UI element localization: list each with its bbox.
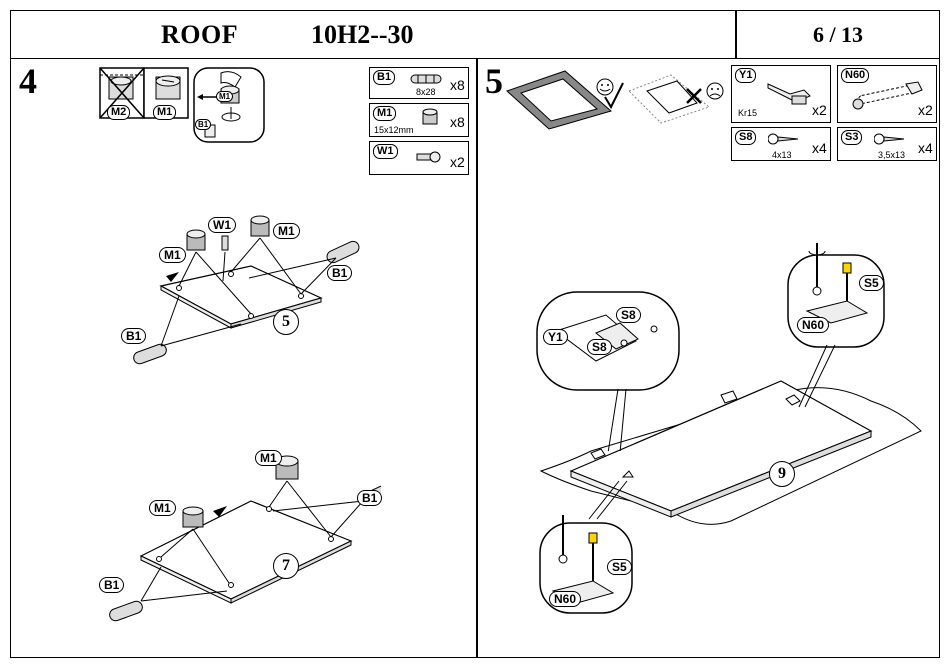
part-tag: S3 — [841, 130, 863, 145]
part-qty: x2 — [450, 154, 465, 170]
upper-label-b1-right: B1 — [327, 265, 353, 281]
top-callout-s5: S5 — [859, 275, 884, 291]
part-qty: x2 — [918, 102, 933, 118]
lower-label-m1-top: M1 — [255, 450, 282, 466]
part-qty: x4 — [812, 140, 827, 156]
part-qty: x8 — [450, 77, 465, 93]
panel-7-assembly — [109, 455, 381, 622]
part-spec: Kr15 — [738, 108, 758, 118]
legend-tag-m2: M2 — [107, 105, 131, 120]
part-tag: N60 — [841, 68, 870, 83]
inset-tag-b1: B1 — [195, 119, 212, 130]
upper-label-w1: W1 — [208, 217, 236, 233]
cam-bolt-icon — [416, 151, 441, 163]
work-surface-pictogram — [506, 70, 724, 130]
part-spec: 3,5x13 — [878, 150, 906, 160]
bottom-callout-n60: N60 — [549, 591, 582, 607]
plate-callout-bottom — [539, 480, 633, 614]
page-number: 6 / 13 — [812, 22, 864, 47]
part-b1: B1 8x28 x8 — [369, 67, 469, 99]
bottom-callout-s5: S5 — [607, 559, 632, 575]
part-n60: N60 x2 — [837, 65, 937, 123]
cam-lock-icon — [422, 108, 438, 125]
hinge-callout-s8-top: S8 — [616, 307, 641, 323]
part-spec: 4x13 — [772, 150, 792, 160]
upper-label-m1-right: M1 — [273, 223, 300, 239]
screw-icon — [768, 133, 799, 145]
cam-insert-detail — [193, 67, 265, 143]
part-tag: M1 — [373, 106, 397, 121]
part-y1: Y1 Kr15 x2 — [731, 65, 831, 123]
instruction-sheet: ROOF 10H2--30 6 / 13 4 M2 M1 M1 B1 B1 — [10, 10, 940, 658]
lower-label-b1-left: B1 — [99, 577, 125, 593]
inset-tag-m1: M1 — [216, 91, 234, 102]
part-w1: W1 x2 — [369, 141, 469, 175]
upper-label-b1-left: B1 — [121, 328, 147, 344]
part-qty: x4 — [918, 140, 933, 156]
part-m1: M1 15x12mm x8 — [369, 103, 469, 137]
hinge-icon — [767, 83, 811, 105]
hinge-callout-y1: Y1 — [543, 329, 568, 345]
panel-number-9: 9 — [769, 461, 795, 487]
lower-label-b1-right: B1 — [357, 490, 383, 506]
hinge-callout — [536, 291, 680, 451]
product-code: 10H2--30 — [311, 20, 414, 49]
step-5-number: 5 — [485, 61, 503, 101]
page-title: ROOF — [161, 20, 239, 49]
header: ROOF 10H2--30 6 / 13 — [11, 11, 939, 59]
part-tag: Y1 — [735, 68, 757, 83]
panel-5-assembly — [133, 215, 360, 365]
dowel-icon — [410, 74, 442, 84]
panel-number-7: 7 — [273, 553, 299, 579]
step-4-number: 4 — [19, 61, 37, 101]
panel-number-5: 5 — [273, 309, 299, 335]
part-qty: x8 — [450, 114, 465, 130]
upper-label-m1-left: M1 — [159, 247, 186, 263]
part-tag: B1 — [373, 70, 396, 85]
hinge-callout-s8-bottom: S8 — [587, 339, 612, 355]
part-s8: S8 4x13 x4 — [731, 127, 831, 161]
part-s3: S3 3,5x13 x4 — [837, 127, 937, 161]
part-qty: x2 — [812, 102, 827, 118]
top-callout-n60: N60 — [797, 317, 830, 333]
part-tag: S8 — [735, 130, 757, 145]
part-spec: 8x28 — [416, 87, 436, 97]
header-divider — [735, 11, 737, 59]
part-tag: W1 — [373, 144, 398, 159]
screw-icon — [874, 133, 905, 145]
lower-label-m1-left: M1 — [149, 500, 176, 516]
hinge-plate-icon — [852, 81, 923, 110]
part-spec: 15x12mm — [374, 125, 414, 135]
column-divider — [476, 59, 478, 657]
legend-tag-m1: M1 — [153, 105, 177, 120]
